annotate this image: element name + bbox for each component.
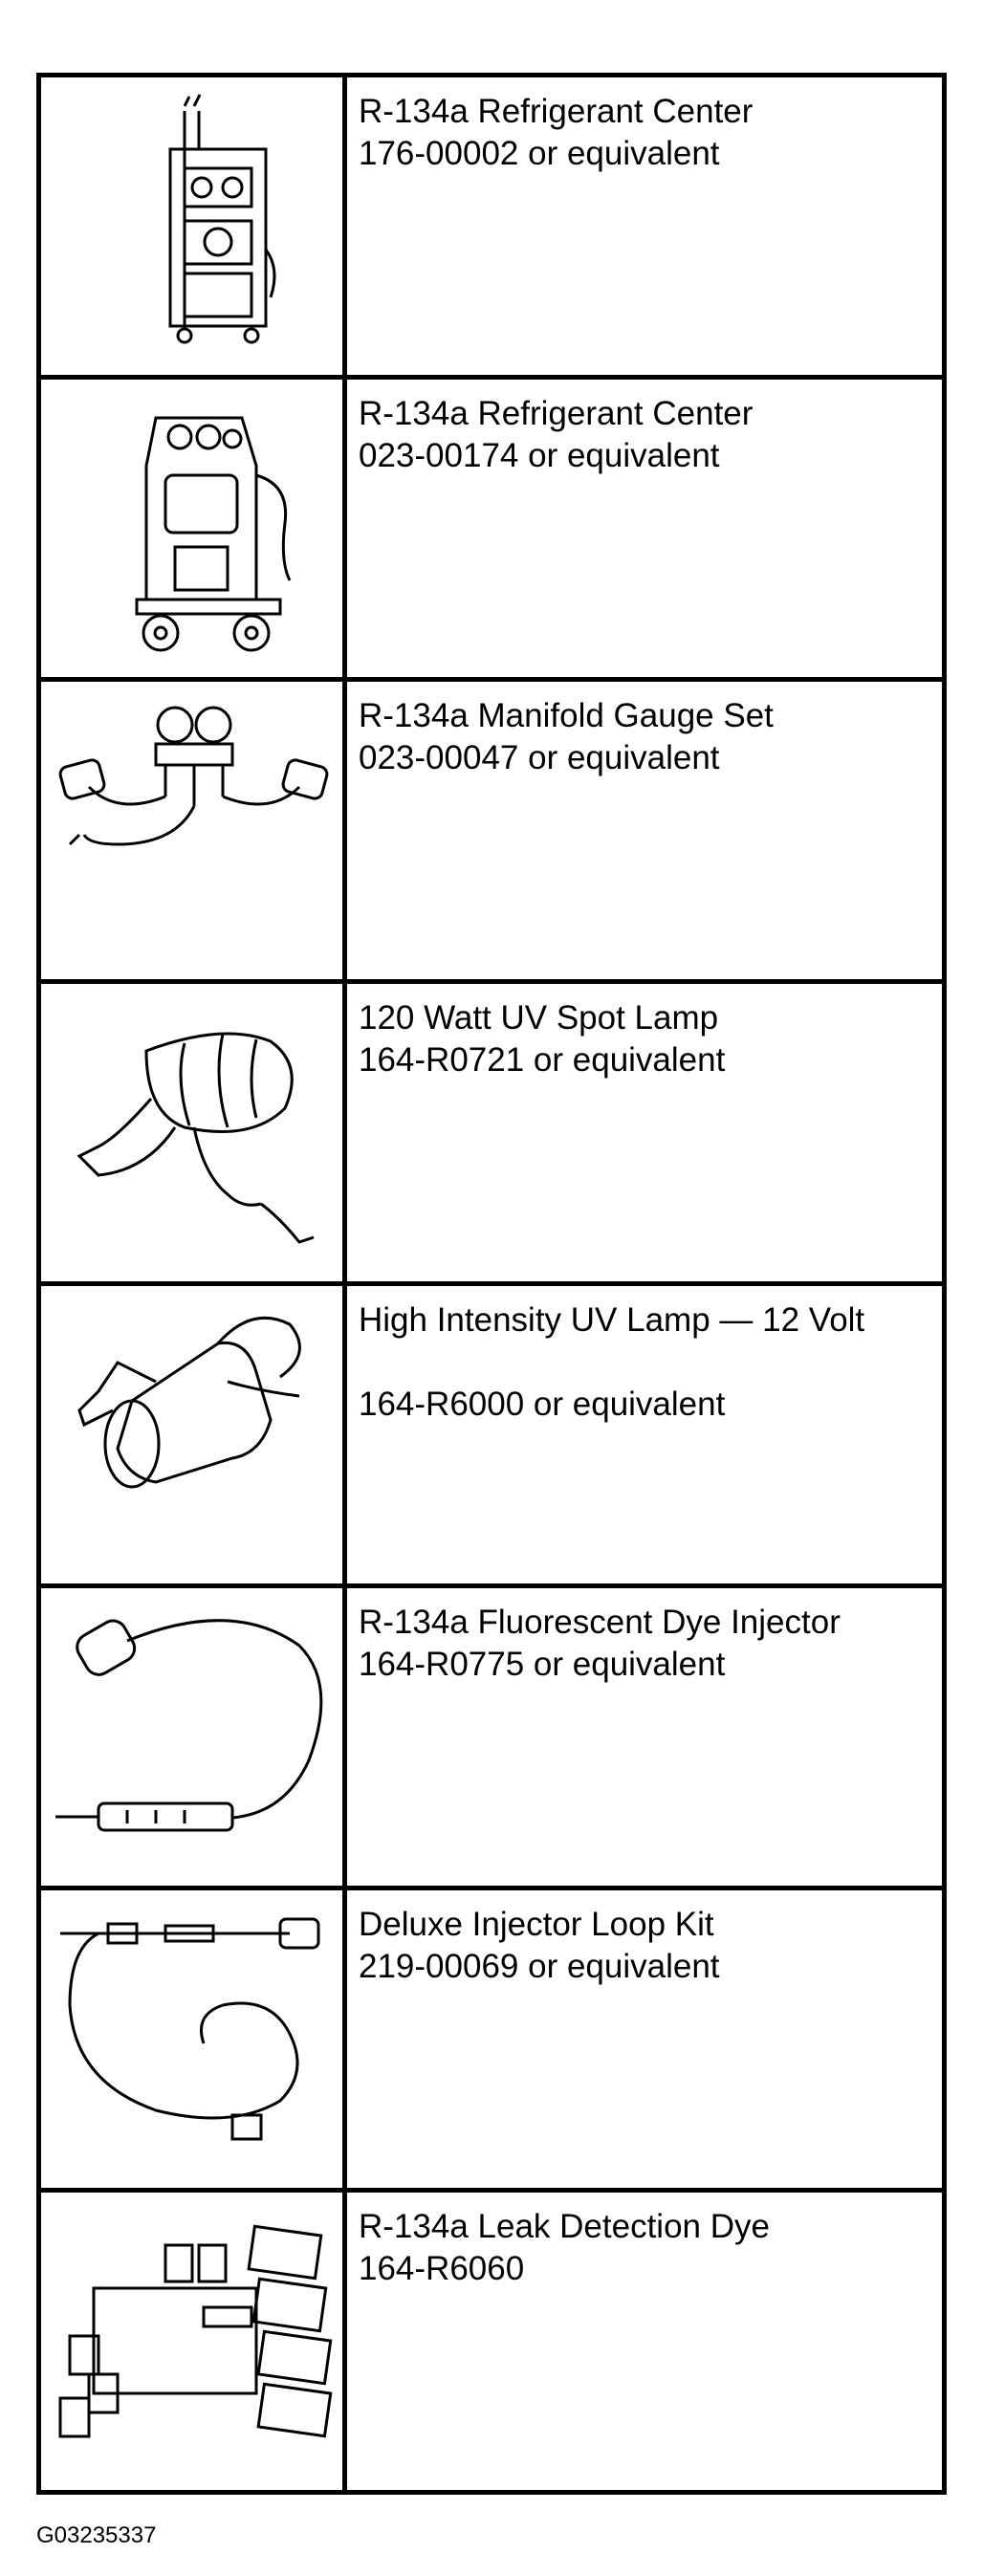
tool-part-number: 164-R6060 xyxy=(359,2250,525,2287)
table-row: High Intensity UV Lamp — 12 Volt 164-R60… xyxy=(36,1281,947,1588)
table-row: 120 Watt UV Spot Lamp 164-R0721 or equiv… xyxy=(36,979,947,1286)
tool-image-cell xyxy=(36,2188,347,2495)
tool-name: 120 Watt UV Spot Lamp xyxy=(359,999,719,1037)
injector-loop-kit-illustration xyxy=(60,1917,320,2141)
tool-name: R-134a Fluorescent Dye Injector xyxy=(359,1604,841,1641)
tool-image-cell xyxy=(36,1281,347,1588)
tool-part-number: 164-R0721 or equivalent xyxy=(359,1041,726,1079)
tool-part-number: 219-00069 or equivalent xyxy=(359,1948,720,1985)
special-tools-table: R-134a Refrigerant Center 176-00002 or e… xyxy=(36,73,947,2495)
table-row: R-134a Leak Detection Dye 164-R6060 xyxy=(36,2188,947,2495)
table-row: Deluxe Injector Loop Kit 219-00069 or eq… xyxy=(36,1886,947,2193)
tool-description-cell: R-134a Manifold Gauge Set 023-00047 or e… xyxy=(342,677,947,984)
manifold-gauge-set-illustration xyxy=(58,706,329,846)
tool-description-cell: High Intensity UV Lamp — 12 Volt 164-R60… xyxy=(342,1281,947,1588)
tool-part-number: 176-00002 or equivalent xyxy=(359,135,720,172)
tool-image-cell xyxy=(36,375,347,682)
table-row: R-134a Refrigerant Center 023-00174 or e… xyxy=(36,375,947,682)
tool-image-cell xyxy=(36,73,347,380)
tool-description-cell: R-134a Leak Detection Dye 164-R6060 xyxy=(342,2188,947,2495)
refrigerant-center-cart-illustration xyxy=(135,416,292,652)
tool-part-number: 164-R0775 or equivalent xyxy=(359,1646,726,1683)
tool-image-cell xyxy=(36,1886,347,2193)
tool-description-cell: R-134a Refrigerant Center 023-00174 or e… xyxy=(342,375,947,682)
tool-name: High Intensity UV Lamp — 12 Volt xyxy=(359,1301,865,1339)
leak-detection-dye-illustration xyxy=(58,2224,333,2438)
tool-description-cell: Deluxe Injector Loop Kit 219-00069 or eq… xyxy=(342,1886,947,2193)
tool-name: R-134a Refrigerant Center xyxy=(359,93,754,130)
tool-image-cell xyxy=(36,979,347,1286)
figure-id: G03235337 xyxy=(36,2522,157,2548)
tool-image-cell xyxy=(36,677,347,984)
tool-part-number: 164-R6000 or equivalent xyxy=(359,1386,726,1423)
tool-name: Deluxe Injector Loop Kit xyxy=(359,1906,714,1943)
tool-description-cell: R-134a Refrigerant Center 176-00002 or e… xyxy=(342,73,947,380)
refrigerant-center-upright-illustration xyxy=(168,94,276,344)
table-row: R-134a Manifold Gauge Set 023-00047 or e… xyxy=(36,677,947,984)
tool-part-number: 023-00047 or equivalent xyxy=(359,739,720,776)
tool-description-cell: 120 Watt UV Spot Lamp 164-R0721 or equiv… xyxy=(342,979,947,1286)
tool-name: R-134a Leak Detection Dye xyxy=(359,2208,770,2245)
tool-image-cell xyxy=(36,1583,347,1890)
table-row: R-134a Fluorescent Dye Injector 164-R077… xyxy=(36,1583,947,1890)
tool-name: R-134a Manifold Gauge Set xyxy=(359,697,774,734)
tool-part-number: 023-00174 or equivalent xyxy=(359,437,720,474)
line-spacer xyxy=(359,1342,930,1384)
dye-injector-illustration xyxy=(55,1619,323,1832)
tool-name: R-134a Refrigerant Center xyxy=(359,395,754,432)
uv-lamp-12-volt-illustration xyxy=(77,1316,301,1489)
table-row: R-134a Refrigerant Center 176-00002 or e… xyxy=(36,73,947,380)
uv-spot-lamp-illustration xyxy=(76,1032,315,1244)
tool-description-cell: R-134a Fluorescent Dye Injector 164-R077… xyxy=(342,1583,947,1890)
